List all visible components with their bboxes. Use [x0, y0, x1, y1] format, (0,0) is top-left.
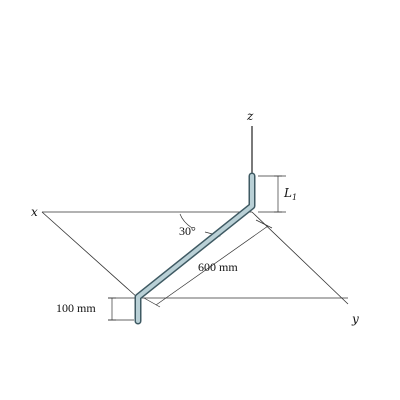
l1-subscript: 1	[292, 193, 297, 202]
z-axis-label: z	[246, 109, 254, 123]
angle-arc	[179, 213, 193, 229]
dim600-ext-upper	[255, 219, 273, 229]
angle-label: 30°	[179, 224, 196, 238]
dim600-dim-line	[155, 225, 269, 306]
l1-symbol: L	[283, 186, 292, 200]
l1-label: L1	[283, 186, 297, 202]
y-axis-line	[251, 211, 349, 305]
rod-body	[136, 174, 254, 323]
rod-length-label: 600 mm	[198, 260, 238, 274]
drop-length-label: 100 mm	[56, 301, 96, 315]
projection-line-x-to-base	[41, 211, 139, 299]
dim600-ext-lower	[143, 297, 161, 308]
x-axis-label: x	[31, 205, 38, 219]
y-axis-label: y	[351, 312, 359, 326]
rod-outline	[134, 172, 256, 325]
